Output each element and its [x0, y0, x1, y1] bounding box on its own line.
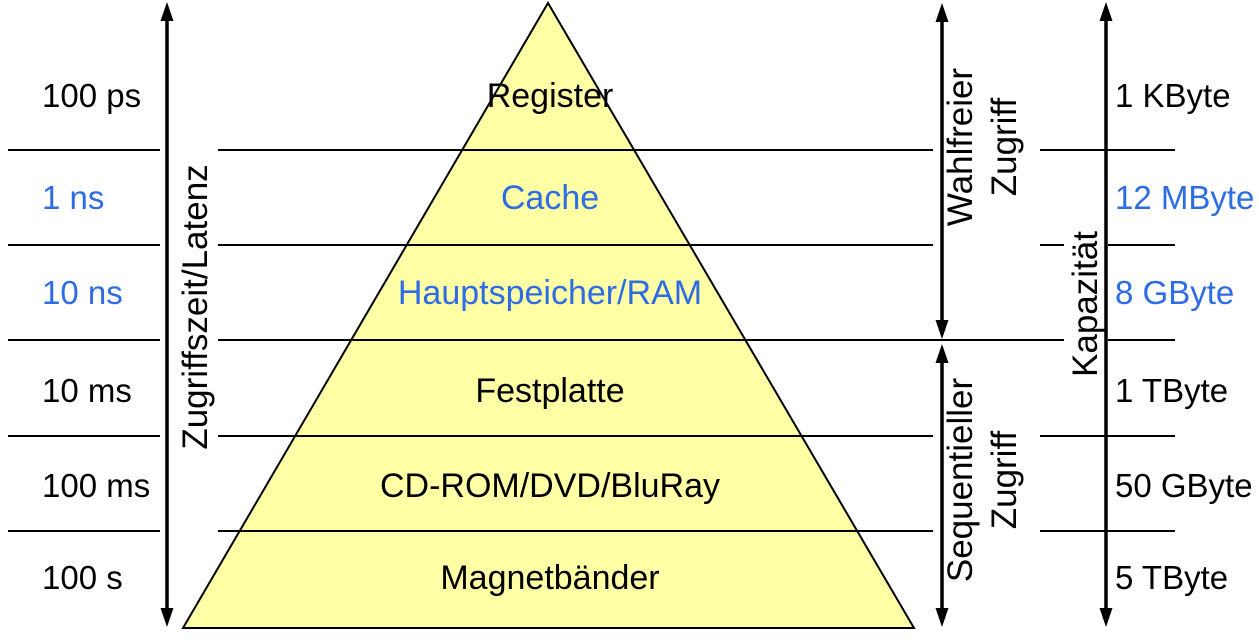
access-time-festplatte: 10 ms [42, 372, 132, 409]
capacity-cache: 12 MByte [1115, 179, 1255, 216]
capacity-axis-label: Kapazität [1064, 228, 1108, 380]
access-time-cache: 1 ns [42, 179, 105, 216]
access-time-tape: 100 s [42, 559, 123, 596]
access-time-ram: 10 ns [42, 274, 123, 311]
level-festplatte: Festplatte [475, 372, 625, 410]
level-tape: Magnetbänder [440, 559, 660, 597]
capacity-ram: 8 GByte [1115, 274, 1235, 311]
sequential-access-label: Sequentieller Zugriff [939, 378, 1027, 582]
capacity-festplatte: 1 TByte [1115, 372, 1229, 409]
sequential-access-label-line1: Sequentieller [941, 377, 980, 583]
level-register: Register [486, 77, 614, 115]
access-time-optical: 100 ms [42, 467, 151, 504]
latency-axis-label: Zugriffszeit/Latenz [176, 164, 215, 450]
random-access-label: Wahlfreier Zugriff [939, 68, 1027, 226]
level-ram: Hauptspeicher/RAM [397, 274, 703, 312]
latency-axis-arrow [160, 2, 174, 627]
capacity-tape: 5 TByte [1115, 559, 1229, 596]
capacity-register: 1 KByte [1115, 77, 1231, 114]
level-optical: CD-ROM/DVD/BluRay [379, 467, 721, 505]
random-access-label-line2: Zugriff [985, 97, 1024, 197]
random-access-label-line1: Wahlfreier [941, 67, 980, 227]
access-time-register: 100 ps [42, 77, 142, 114]
level-cache: Cache [500, 179, 600, 217]
sequential-access-label-line2: Zugriff [985, 430, 1024, 530]
capacity-optical: 50 GByte [1115, 467, 1253, 504]
